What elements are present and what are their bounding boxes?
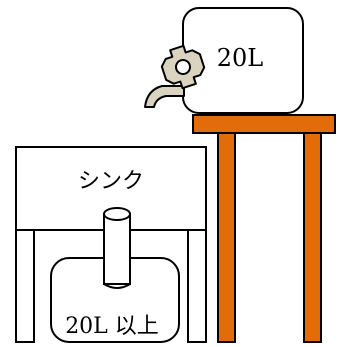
- valve-hole: [175, 59, 191, 75]
- sink-right-leg: [187, 229, 207, 343]
- faucet-spout: [144, 85, 185, 108]
- drain-pipe: [103, 207, 131, 289]
- pipe-bottom: [103, 283, 131, 289]
- stand: [192, 114, 336, 343]
- stand-left-leg: [217, 132, 236, 343]
- stand-right-leg: [303, 132, 322, 343]
- pipe-top: [103, 207, 131, 221]
- pipe-body: [103, 213, 131, 285]
- sink-label: シンク: [78, 169, 144, 194]
- tank-label: 20L: [217, 44, 264, 72]
- faucet: [144, 44, 206, 108]
- stand-top: [192, 114, 336, 134]
- container-label: 20L 以上: [65, 314, 159, 339]
- valve-icon: [160, 44, 206, 90]
- container: 20L 以上: [50, 257, 180, 343]
- water-tank: 20L: [182, 7, 304, 114]
- sink-left-leg-outer: [15, 229, 35, 343]
